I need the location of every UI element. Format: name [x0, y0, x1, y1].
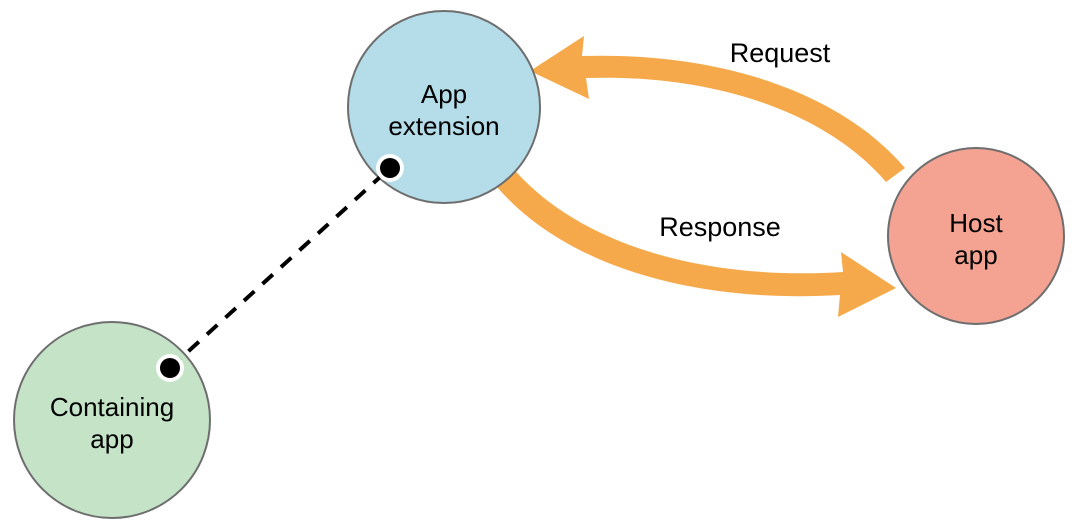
host-app-circle[interactable]: [887, 147, 1065, 325]
request-arrow-shape: [530, 36, 905, 182]
request-label: Request: [730, 38, 831, 68]
connector-containing-app-to-app-extension: [156, 154, 404, 382]
app-extension-label-line1: App: [421, 79, 467, 109]
flow-arrow-response: [492, 166, 896, 317]
containing-app-endpoint-dot: [160, 358, 180, 378]
node-app-extension[interactable]: App extension: [347, 10, 541, 204]
host-app-label-line1: Host: [949, 208, 1003, 238]
node-containing-app[interactable]: Containing app: [13, 321, 211, 519]
app-extension-circle[interactable]: [347, 10, 541, 204]
flow-arrow-request: [530, 36, 905, 182]
node-host-app[interactable]: Host app: [887, 147, 1065, 325]
app-extension-endpoint-dot: [380, 158, 400, 178]
response-arrow-shape: [492, 166, 896, 317]
response-label: Response: [659, 212, 781, 242]
app-extension-label-line2: extension: [388, 111, 499, 141]
containing-app-label-line1: Containing: [50, 392, 174, 422]
containment-dashed-line: [168, 166, 392, 370]
host-app-label-line2: app: [954, 240, 997, 270]
containing-app-label-line2: app: [90, 424, 133, 454]
